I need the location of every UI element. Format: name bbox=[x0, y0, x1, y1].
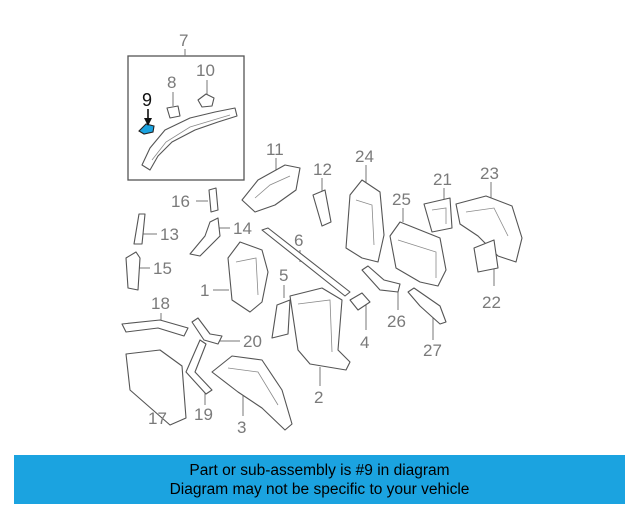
part-14 bbox=[189, 217, 230, 257]
part-13 bbox=[133, 213, 157, 245]
callout-19: 19 bbox=[194, 405, 213, 424]
callout-25: 25 bbox=[392, 190, 411, 209]
callout-24: 24 bbox=[355, 147, 374, 166]
callout-12: 12 bbox=[313, 160, 332, 179]
diagram-note-banner: Part or sub-assembly is #9 in diagram Di… bbox=[14, 455, 625, 504]
callout-5: 5 bbox=[279, 266, 288, 285]
callout-4: 4 bbox=[360, 333, 369, 352]
part-8-clip bbox=[166, 92, 181, 119]
part-23 bbox=[455, 182, 523, 263]
part-6 bbox=[261, 227, 351, 297]
part-10-grommet bbox=[197, 80, 215, 108]
callout-23: 23 bbox=[480, 164, 499, 183]
callout-22: 22 bbox=[482, 293, 501, 312]
callout-16: 16 bbox=[171, 192, 190, 211]
part-18 bbox=[121, 313, 189, 337]
callout-2: 2 bbox=[314, 388, 323, 407]
part-7-rail bbox=[141, 107, 238, 171]
callout-14: 14 bbox=[233, 219, 252, 238]
part-1 bbox=[213, 241, 269, 313]
part-12 bbox=[312, 178, 332, 227]
note-part-number: Part or sub-assembly is #9 in diagram bbox=[189, 462, 450, 479]
callout-7: 7 bbox=[179, 31, 188, 50]
part-24 bbox=[345, 165, 385, 263]
callout-13: 13 bbox=[160, 225, 179, 244]
part-9-highlighted[interactable] bbox=[138, 109, 155, 135]
callout-11: 11 bbox=[266, 140, 284, 159]
callout-18: 18 bbox=[151, 294, 170, 313]
callout-9[interactable]: 9 bbox=[142, 90, 152, 110]
callout-6: 6 bbox=[294, 231, 303, 250]
part-2 bbox=[289, 287, 351, 386]
part-20 bbox=[191, 317, 240, 345]
callout-15: 15 bbox=[153, 259, 172, 278]
part-21 bbox=[423, 188, 453, 233]
callout-17: 17 bbox=[148, 409, 167, 428]
callout-27: 27 bbox=[423, 341, 442, 360]
callout-20: 20 bbox=[243, 332, 262, 351]
callout-26: 26 bbox=[387, 312, 406, 331]
part-25 bbox=[389, 208, 447, 287]
part-17 bbox=[125, 349, 187, 426]
part-19 bbox=[185, 339, 213, 405]
part-22 bbox=[473, 239, 499, 286]
part-15 bbox=[125, 251, 150, 291]
callout-10: 10 bbox=[196, 61, 215, 80]
part-11 bbox=[241, 158, 301, 213]
part-26 bbox=[361, 265, 401, 310]
callout-3: 3 bbox=[237, 418, 246, 437]
part-4 bbox=[349, 292, 371, 330]
callout-1: 1 bbox=[200, 281, 209, 300]
callout-8: 8 bbox=[167, 73, 176, 92]
part-16 bbox=[196, 187, 219, 213]
part-27 bbox=[407, 287, 447, 340]
callout-21: 21 bbox=[433, 170, 452, 189]
part-5 bbox=[271, 285, 291, 339]
part-3 bbox=[211, 355, 293, 431]
note-disclaimer: Diagram may not be specific to your vehi… bbox=[169, 481, 470, 498]
